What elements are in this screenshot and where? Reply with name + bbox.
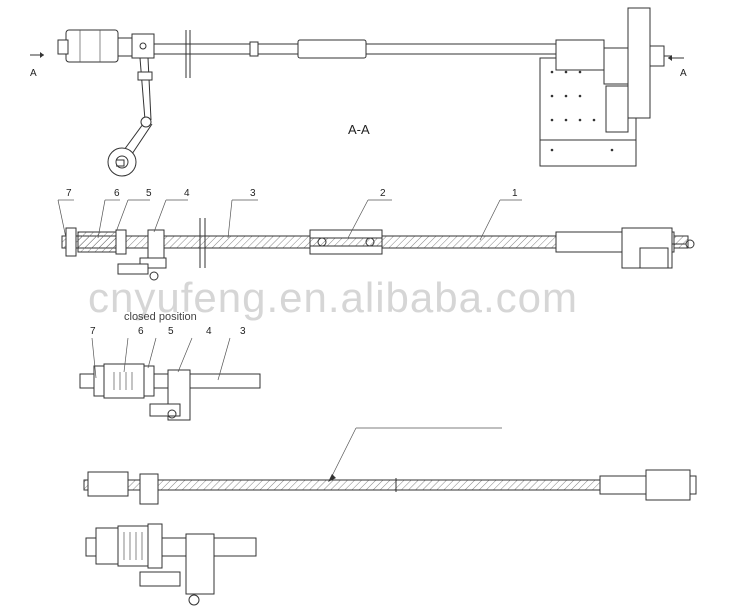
closed-label-4: 4 bbox=[206, 326, 212, 337]
top-motor bbox=[65, 29, 119, 63]
section-title: A-A bbox=[348, 122, 370, 137]
closed-label-6: 6 bbox=[138, 326, 144, 337]
closed-label-7: 7 bbox=[90, 326, 96, 337]
top-coupling bbox=[297, 39, 367, 59]
lower-detail bbox=[85, 523, 257, 606]
closed-label-5: 5 bbox=[168, 326, 174, 337]
top-gearbox bbox=[627, 7, 651, 119]
section-marker-left: A bbox=[30, 52, 44, 79]
assembly-label-3: 3 bbox=[250, 188, 256, 199]
assembly-label-7: 7 bbox=[66, 188, 72, 199]
section-marker-left-label: A bbox=[30, 68, 37, 79]
section-marker-right: A bbox=[668, 55, 687, 79]
closed-label-3: 3 bbox=[240, 326, 246, 337]
assembly-label-1: 1 bbox=[512, 188, 518, 199]
top-linkage bbox=[107, 57, 153, 177]
closed-detail: 7 6 5 4 3 bbox=[79, 326, 261, 421]
top-clamp bbox=[131, 33, 155, 59]
lower-view bbox=[83, 427, 697, 505]
top-motor-flange bbox=[117, 37, 133, 57]
assembly-label-5: 5 bbox=[146, 188, 152, 199]
section-marker-right-label: A bbox=[680, 68, 687, 79]
assembly-view: 7 6 5 4 3 2 1 bbox=[57, 188, 695, 281]
top-right-bracket bbox=[539, 7, 672, 167]
top-collar bbox=[249, 41, 259, 57]
assembly-label-6: 6 bbox=[114, 188, 120, 199]
assembly-label-2: 2 bbox=[380, 188, 386, 199]
watermark: cnyufeng.en.alibaba.com bbox=[88, 274, 578, 321]
top-view: A A bbox=[30, 7, 687, 177]
closed-position-caption: closed position bbox=[124, 311, 197, 323]
assembly-label-4: 4 bbox=[184, 188, 190, 199]
assembly-leaders bbox=[57, 199, 522, 241]
top-motor-cap bbox=[57, 39, 69, 55]
